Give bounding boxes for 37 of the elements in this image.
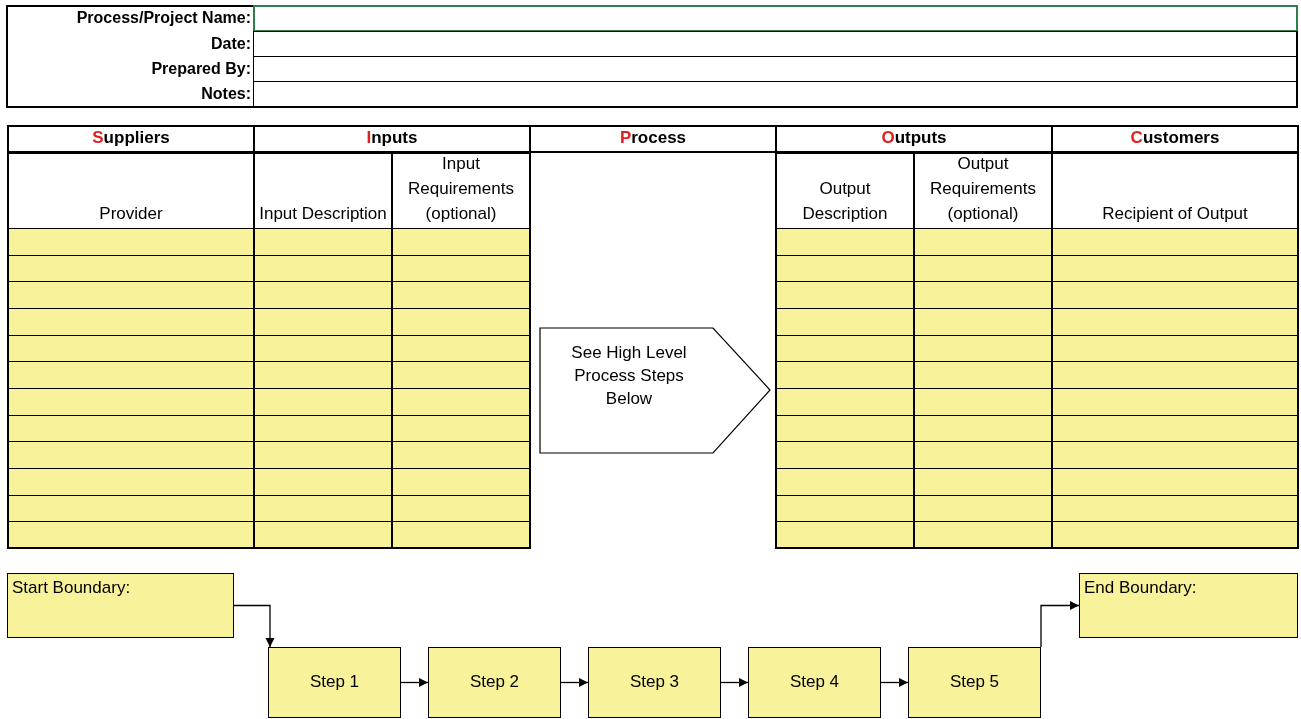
- column-header: Customers: [1051, 125, 1299, 153]
- step-label: Step 1: [308, 672, 361, 692]
- arrow-shape: [539, 327, 772, 454]
- step-box: [748, 647, 881, 718]
- step-box: [268, 647, 401, 718]
- form-label: Notes:: [200, 84, 251, 104]
- column-header: Suppliers: [7, 125, 255, 153]
- step-box: [588, 647, 721, 718]
- arrow: [1040, 600, 1080, 648]
- column-subheader: Output Requirements (optional): [929, 153, 1037, 225]
- boundary-label: End Boundary:: [1084, 578, 1197, 598]
- column-subheader: Provider: [98, 203, 164, 225]
- column-header: Process: [529, 125, 777, 153]
- arrow: [880, 677, 909, 688]
- arrow: [560, 677, 589, 688]
- boundary-label: Start Boundary:: [12, 578, 131, 598]
- column-subheader: Input Description: [258, 203, 388, 225]
- column-header: Inputs: [253, 125, 531, 153]
- step-label: Step 2: [468, 672, 521, 692]
- form-label: Date:: [210, 34, 251, 54]
- arrow: [400, 677, 429, 688]
- column-subheader: Output Description: [801, 178, 889, 225]
- boundary-box: [7, 573, 234, 638]
- arrow: [720, 677, 749, 688]
- form-label: Prepared By:: [150, 59, 251, 79]
- arrow-text: See High Level Process Steps Below: [570, 342, 688, 410]
- column-subheader: Input Requirements (optional): [407, 153, 515, 225]
- step-label: Step 5: [948, 672, 1001, 692]
- column-header: Outputs: [775, 125, 1053, 153]
- form-label: Process/Project Name:: [75, 8, 251, 28]
- step-label: Step 3: [628, 672, 681, 692]
- boundary-box: [1079, 573, 1298, 638]
- arrow: [233, 604, 275, 648]
- step-label: Step 4: [788, 672, 841, 692]
- step-box: [428, 647, 561, 718]
- step-box: [908, 647, 1041, 718]
- column-subheader: Recipient of Output: [1101, 203, 1249, 225]
